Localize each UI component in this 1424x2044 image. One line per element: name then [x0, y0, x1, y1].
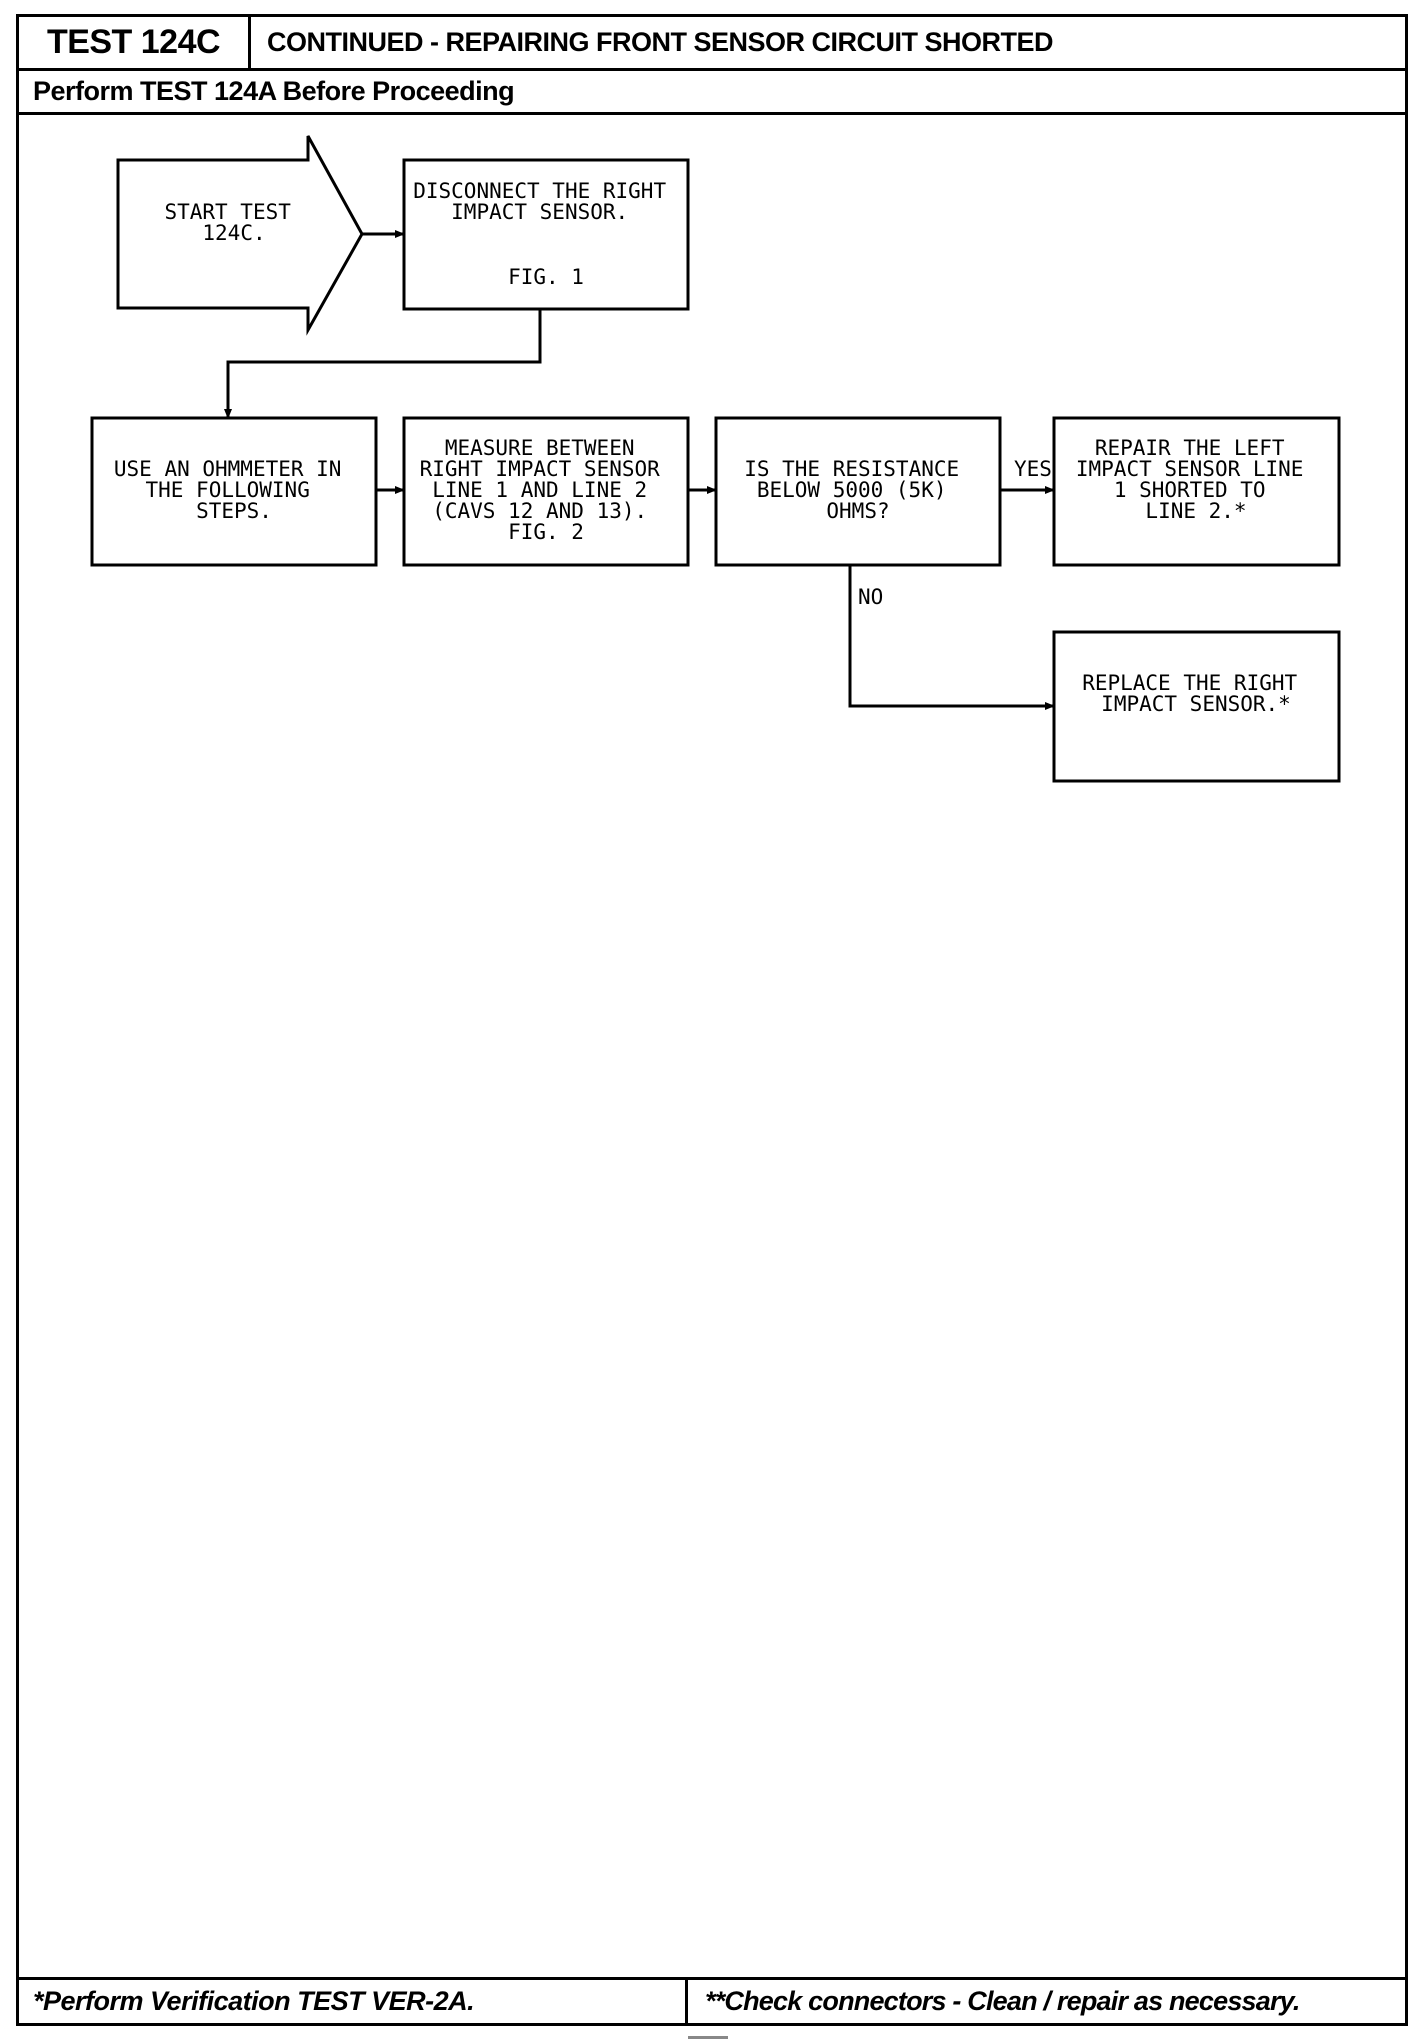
connector-decision-no — [848, 565, 1055, 710]
test-id: TEST 124C — [19, 17, 251, 68]
footer-row: *Perform Verification TEST VER-2A. **Che… — [19, 1977, 1405, 2023]
header-row: TEST 124C CONTINUED - REPAIRING FRONT SE… — [19, 17, 1405, 71]
page-frame: TEST 124C CONTINUED - REPAIRING FRONT SE… — [16, 14, 1408, 2026]
decision-text: IS THE RESISTANCE BELOW 5000 (5K) OHMS? — [744, 457, 972, 523]
footer-connector-note: **Check connectors - Clean / repair as n… — [705, 1986, 1300, 2016]
footer-divider — [685, 1980, 688, 2023]
test-title: CONTINUED - REPAIRING FRONT SENSOR CIRCU… — [267, 27, 1054, 57]
prerequisite-row: Perform TEST 124A Before Proceeding — [19, 71, 1405, 115]
start-arrow-shape — [116, 135, 364, 336]
step-ohmmeter-text: USE AN OHMMETER IN THE FOLLOWING STEPS. — [114, 457, 354, 523]
start-label: START TEST 124C. — [164, 200, 303, 245]
footer-verification-note: *Perform Verification TEST VER-2A. — [33, 1986, 475, 2016]
result-no-text: REPLACE THE RIGHT IMPACT SENSOR.* — [1082, 671, 1310, 716]
prerequisite-note: Perform TEST 124A Before Proceeding — [33, 76, 515, 106]
page-number-mark — [688, 2036, 728, 2039]
result-yes-text: REPAIR THE LEFT IMPACT SENSOR LINE 1 SHO… — [1076, 436, 1316, 523]
yes-label: YES — [1014, 457, 1052, 481]
no-label: NO — [858, 585, 883, 609]
step-disconnect-text: DISCONNECT THE RIGHT IMPACT SENSOR. FIG.… — [413, 179, 679, 289]
step-measure-text: MEASURE BETWEEN RIGHT IMPACT SENSOR LINE… — [420, 436, 673, 544]
connector-disconnect-to-ohmmeter — [224, 309, 542, 419]
